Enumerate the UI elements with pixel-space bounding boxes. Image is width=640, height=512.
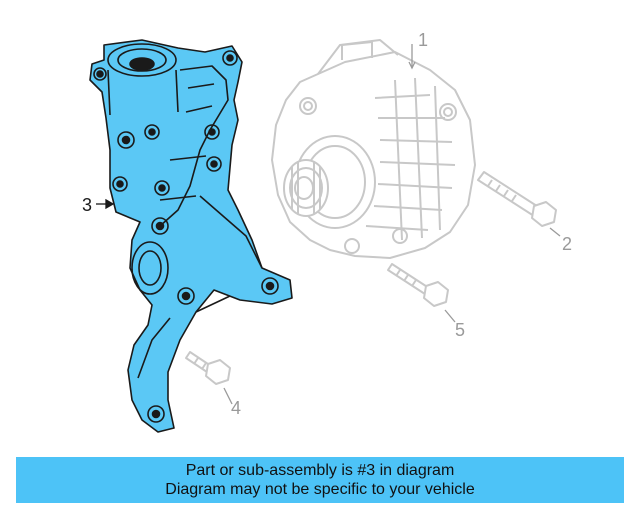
callout-4: 4 (231, 398, 241, 418)
banner-line-2: Diagram may not be specific to your vehi… (165, 481, 475, 498)
alternator-bracket[interactable] (89, 39, 293, 433)
leader-lines (96, 44, 561, 405)
banner-line-1: Part or sub-assembly is #3 in diagram (185, 462, 455, 479)
caption-banner: Part or sub-assembly is #3 in diagram Di… (16, 457, 624, 503)
callout-1: 1 (418, 30, 428, 50)
alternator (271, 39, 476, 259)
bolt-5 (387, 263, 449, 307)
callout-2: 2 (562, 234, 572, 254)
bolt-4 (185, 351, 231, 385)
callout-3: 3 (82, 195, 92, 215)
bolt-2 (477, 171, 557, 227)
callout-5: 5 (455, 320, 465, 340)
parts-diagram: 1 2 3 4 5 (82, 30, 572, 433)
